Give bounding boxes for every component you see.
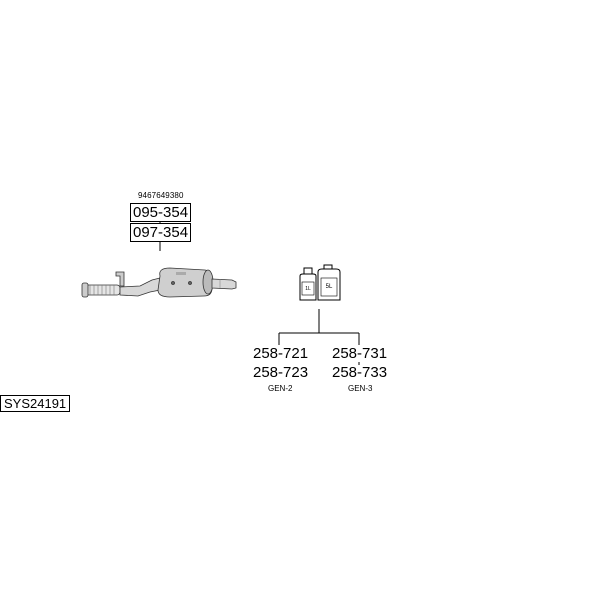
generation-label-gen2: GEN-2 bbox=[268, 384, 293, 393]
fluid-canister-5l bbox=[317, 264, 341, 301]
fluid-bottle-1l bbox=[299, 267, 317, 301]
container-label-1l: 1L bbox=[305, 286, 311, 292]
part-number-258-723[interactable]: 258-723 bbox=[253, 364, 309, 381]
part-number-097-354[interactable]: 097-354 bbox=[130, 223, 192, 242]
system-code: SYS24191 bbox=[0, 395, 71, 412]
part-number-095-354[interactable]: 095-354 bbox=[130, 203, 192, 222]
fluid-tree-lines bbox=[278, 309, 360, 345]
oe-number: 9467649380 bbox=[138, 191, 184, 200]
part-number-258-733[interactable]: 258-733 bbox=[332, 364, 388, 381]
part-number-258-731[interactable]: 258-731 bbox=[332, 345, 388, 362]
exhaust-pipe-drawing bbox=[81, 267, 237, 298]
generation-label-gen3: GEN-3 bbox=[348, 384, 373, 393]
part-number-258-721[interactable]: 258-721 bbox=[253, 345, 309, 362]
container-label-5l: 5L bbox=[325, 284, 333, 290]
